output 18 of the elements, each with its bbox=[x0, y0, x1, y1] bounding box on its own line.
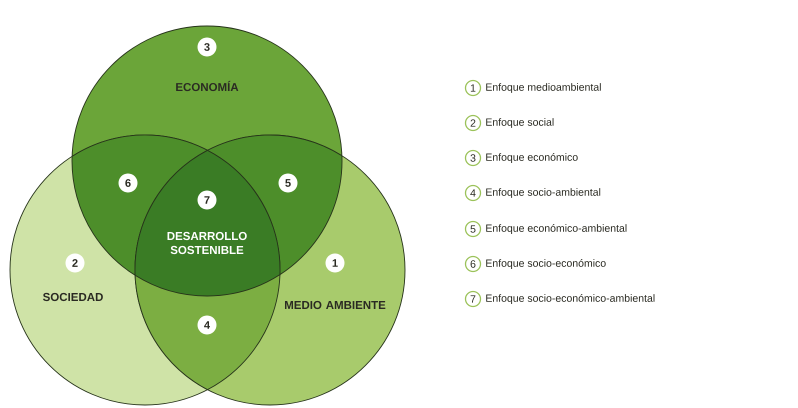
item-label: Enfoque económico bbox=[486, 153, 578, 163]
number-badge: 7 bbox=[198, 190, 216, 210]
number-badge: 4 bbox=[198, 316, 216, 334]
number-badge: 3 bbox=[198, 38, 216, 56]
region-label: DESARROLLO SOSTENIBLE bbox=[168, 232, 247, 254]
item-label: Enfoque medioambiental bbox=[486, 83, 601, 93]
region-label: MEDIO AMBIENTE bbox=[284, 300, 386, 310]
item-label: Enfoque socio-económico bbox=[486, 259, 606, 269]
number-badge: 6 bbox=[118, 174, 138, 192]
item-label: Enfoque socio-económico-ambiental bbox=[486, 294, 654, 304]
region-label: SOCIEDAD bbox=[42, 292, 103, 302]
number-badge: 2 bbox=[66, 254, 84, 272]
item-label: Enfoque social bbox=[486, 118, 554, 128]
region-label: ECONOMÍA bbox=[176, 80, 238, 92]
item-label: Enfoque económico-ambiental bbox=[486, 224, 626, 234]
number-badge: 1 bbox=[326, 254, 344, 272]
number-badge: 5 bbox=[278, 174, 298, 192]
item-label: Enfoque socio-ambiental bbox=[486, 188, 600, 198]
